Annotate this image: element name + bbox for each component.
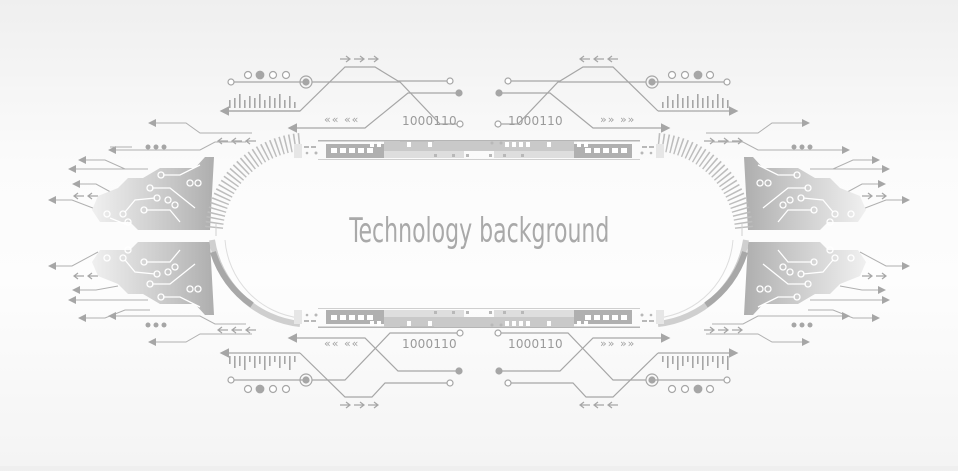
right-circuit-board <box>713 157 866 315</box>
left-arc <box>205 133 302 327</box>
left-circuit-board <box>92 157 245 315</box>
binary-label-top-right: 1000110 <box>508 114 563 128</box>
binary-label-bottom-right: 1000110 <box>508 337 563 351</box>
right-side-traces <box>706 119 910 346</box>
binary-label-bottom-left: 1000110 <box>402 337 457 351</box>
chevron-left-icon: «« «« <box>324 337 360 350</box>
right-dot-triplets <box>791 144 813 328</box>
chevron-right-icon: »» »» <box>600 337 636 350</box>
page-title: Technology background <box>349 211 610 251</box>
arrow-glyphs <box>73 55 887 409</box>
chevron-left-icon: «« «« <box>324 113 360 126</box>
bottom-left-traces <box>219 329 464 398</box>
bar-meters <box>229 94 729 370</box>
right-arc <box>656 133 753 327</box>
bottom-right-traces <box>494 329 739 398</box>
left-dot-triplets <box>145 144 167 328</box>
chevron-right-icon: »» »» <box>600 113 636 126</box>
top-left-traces <box>219 66 464 133</box>
left-side-traces <box>48 119 252 346</box>
dot-rows <box>243 70 715 394</box>
binary-label-top-left: 1000110 <box>402 114 457 128</box>
top-right-traces <box>494 66 739 133</box>
